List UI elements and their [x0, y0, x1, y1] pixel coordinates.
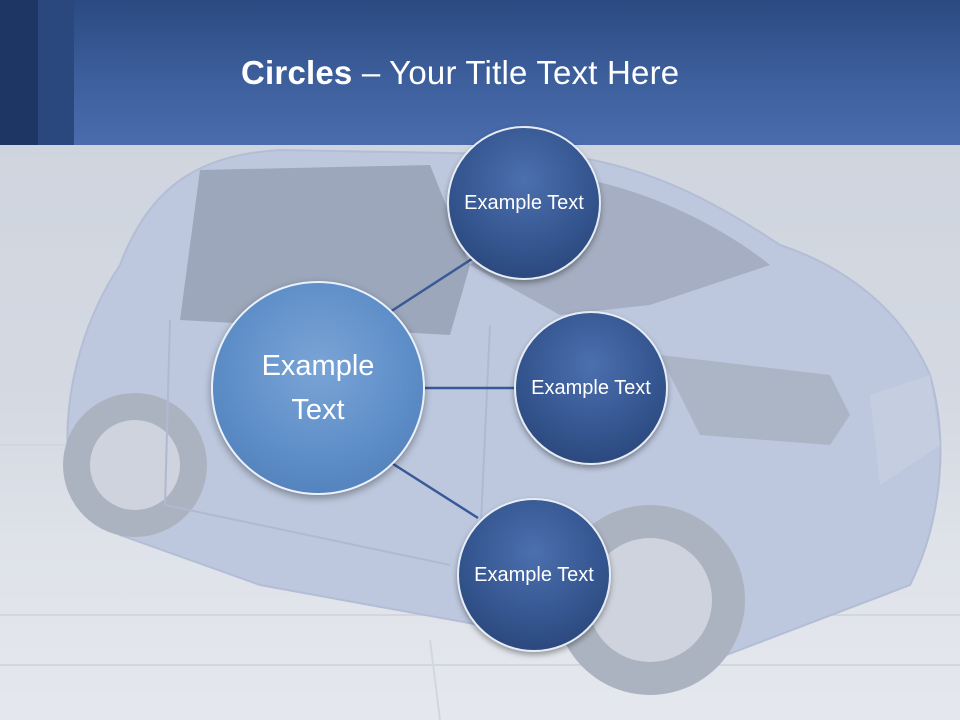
node-circle-top[interactable]: Example Text: [447, 126, 601, 280]
slide-title: Circles – Your Title Text Here: [241, 54, 679, 92]
header-accent-stripe: [38, 0, 74, 145]
center-circle[interactable]: Example Text: [211, 281, 425, 495]
title-bold: Circles: [241, 54, 353, 91]
node-circle-label: Example Text: [474, 564, 594, 586]
title-rest: – Your Title Text Here: [352, 54, 680, 91]
node-circle-middle[interactable]: Example Text: [514, 311, 668, 465]
center-circle-label: Example Text: [261, 350, 375, 426]
header-accent-stripe: [0, 0, 38, 145]
node-circle-label: Example Text: [531, 377, 651, 399]
node-circle-bottom[interactable]: Example Text: [457, 498, 611, 652]
title-bar: Circles – Your Title Text Here: [0, 0, 960, 145]
node-circle-label: Example Text: [464, 192, 584, 214]
